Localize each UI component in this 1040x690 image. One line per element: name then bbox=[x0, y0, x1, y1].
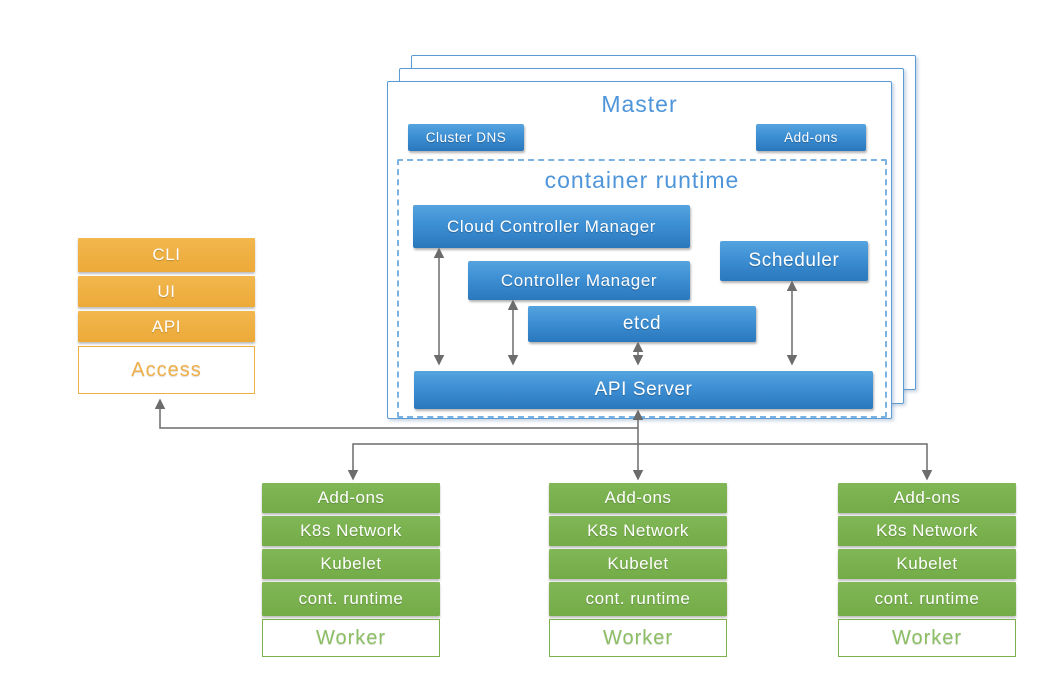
worker-row-kubelet: Kubelet bbox=[549, 549, 727, 579]
cloud-controller-manager-box: Cloud Controller Manager bbox=[413, 205, 690, 248]
worker-row-k8s-network: K8s Network bbox=[549, 516, 727, 546]
arrow-apiserver-worker1-worker3 bbox=[347, 443, 933, 481]
master-addons-box: Add-ons bbox=[756, 124, 866, 151]
worker-row-addons: Add-ons bbox=[549, 483, 727, 513]
worker-base-label: Worker bbox=[549, 619, 727, 657]
worker-row-cont-runtime: cont. runtime bbox=[262, 582, 440, 616]
worker-row-kubelet: Kubelet bbox=[262, 549, 440, 579]
api-server-box: API Server bbox=[414, 371, 873, 409]
container-runtime-group: container runtime Cloud Controller Manag… bbox=[397, 159, 887, 418]
worker-row-cont-runtime: cont. runtime bbox=[838, 582, 1016, 616]
worker-base-label: Worker bbox=[262, 619, 440, 657]
container-runtime-title: container runtime bbox=[544, 167, 740, 193]
scheduler-box: Scheduler bbox=[720, 241, 868, 281]
master-title: Master bbox=[601, 91, 678, 117]
worker-base-label: Worker bbox=[838, 619, 1016, 657]
access-stack: CLI UI API Access bbox=[78, 238, 255, 394]
controller-manager-box: Controller Manager bbox=[468, 261, 690, 300]
worker-row-addons: Add-ons bbox=[838, 483, 1016, 513]
worker-row-k8s-network: K8s Network bbox=[262, 516, 440, 546]
master-node: Master Cluster DNS Add-ons container run… bbox=[387, 81, 892, 419]
worker-node-3: Add-ons K8s Network Kubelet cont. runtim… bbox=[838, 483, 1016, 657]
access-base-label: Access bbox=[78, 346, 255, 394]
access-row-api: API bbox=[78, 311, 255, 342]
worker-node-1: Add-ons K8s Network Kubelet cont. runtim… bbox=[262, 483, 440, 657]
worker-row-k8s-network: K8s Network bbox=[838, 516, 1016, 546]
access-row-cli: CLI bbox=[78, 238, 255, 272]
worker-node-2: Add-ons K8s Network Kubelet cont. runtim… bbox=[549, 483, 727, 657]
worker-row-addons: Add-ons bbox=[262, 483, 440, 513]
worker-row-cont-runtime: cont. runtime bbox=[549, 582, 727, 616]
etcd-box: etcd bbox=[528, 306, 756, 342]
worker-row-kubelet: Kubelet bbox=[838, 549, 1016, 579]
access-row-ui: UI bbox=[78, 276, 255, 307]
cluster-dns-box: Cluster DNS bbox=[408, 124, 524, 151]
